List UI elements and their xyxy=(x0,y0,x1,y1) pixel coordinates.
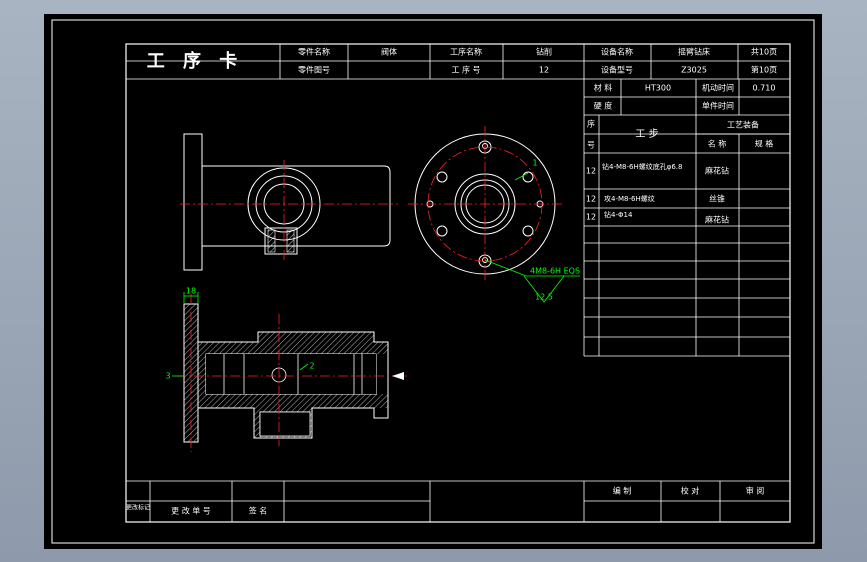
machine-time-value: 0.710 xyxy=(753,84,776,93)
thread-callout: 4M8-6H EQS xyxy=(530,267,580,276)
page-number: 第10页 xyxy=(751,65,777,75)
equipment-model-label: 设备型号 xyxy=(601,65,633,75)
change-mark-label: 更改标记 xyxy=(126,504,150,512)
tool-name-label: 名 称 xyxy=(708,139,727,149)
dim-left-top: 18 xyxy=(186,287,196,296)
signature-label: 签 名 xyxy=(249,506,268,516)
step-2-tool: 丝锥 xyxy=(709,194,725,204)
equipment-name-label: 设备名称 xyxy=(601,47,633,57)
step-1-desc: 钻4-M8-6H螺纹底孔φ6.8 xyxy=(602,162,682,171)
part-name-value: 阀体 xyxy=(381,47,397,57)
machine-time-label: 机动时间 xyxy=(702,83,734,93)
checked-label: 校 对 xyxy=(681,486,700,496)
approved-label: 审 阅 xyxy=(746,486,765,496)
equipment-name-value: 摇臂钻床 xyxy=(678,47,710,57)
equip-label: 工艺装备 xyxy=(727,120,759,130)
outer-border xyxy=(51,19,815,544)
process-name-label: 工序名称 xyxy=(450,47,482,57)
seq-label-bottom: 号 xyxy=(587,141,595,150)
step-3-desc: 钻4-Φ14 xyxy=(604,210,633,219)
cad-drawing-viewport[interactable]: 工 序 卡 零件名称 零件图号 阀体 工序名称 工 序 号 钻削 12 设备名称… xyxy=(44,14,822,549)
part-no-label: 零件图号 xyxy=(298,65,330,75)
tool-spec-label: 规 格 xyxy=(755,139,774,149)
bottom-table-grid xyxy=(126,480,790,522)
side-view xyxy=(180,133,398,271)
material-value: HT300 xyxy=(645,84,671,93)
change-doc-label: 更 改 单 号 xyxy=(171,506,211,516)
part-name-label: 零件名称 xyxy=(298,47,330,57)
header-grid xyxy=(126,44,790,80)
dim-center: 2 xyxy=(309,362,314,371)
hardness-label: 硬 度 xyxy=(594,101,613,111)
step-3-no: 12 xyxy=(586,213,596,222)
equipment-model-value: Z3025 xyxy=(681,66,707,75)
inner-border xyxy=(125,43,791,523)
right-table-grid xyxy=(583,79,790,357)
material-label: 材 料 xyxy=(594,83,613,93)
step-2-desc: 攻4-M8-6H螺纹 xyxy=(604,194,655,203)
step-label: 工 步 xyxy=(635,128,658,140)
flange-end-view: 4M8-6H EQS 12.5 1 xyxy=(408,126,580,303)
dim-circle: 1 xyxy=(532,159,537,168)
compiled-label: 编 制 xyxy=(613,486,632,496)
step-1-no: 12 xyxy=(586,167,596,176)
total-pages: 共10页 xyxy=(751,48,777,57)
step-3-tool: 麻花钻 xyxy=(705,215,729,225)
process-name-value: 钻削 xyxy=(536,47,552,57)
depth-callout: 12.5 xyxy=(535,293,553,302)
card-title: 工 序 卡 xyxy=(147,50,244,72)
dim-left: 3 xyxy=(165,372,170,381)
process-no-value: 12 xyxy=(539,66,549,75)
step-1-tool: 麻花钻 xyxy=(705,166,729,176)
step-2-no: 12 xyxy=(586,195,596,204)
unit-time-label: 单件时间 xyxy=(702,101,734,111)
process-no-label: 工 序 号 xyxy=(451,65,480,75)
process-card-drawing: 工 序 卡 零件名称 零件图号 阀体 工序名称 工 序 号 钻削 12 设备名称… xyxy=(51,19,815,544)
section-view: 18 3 2 xyxy=(165,287,410,452)
seq-label-top: 序 xyxy=(587,119,595,129)
